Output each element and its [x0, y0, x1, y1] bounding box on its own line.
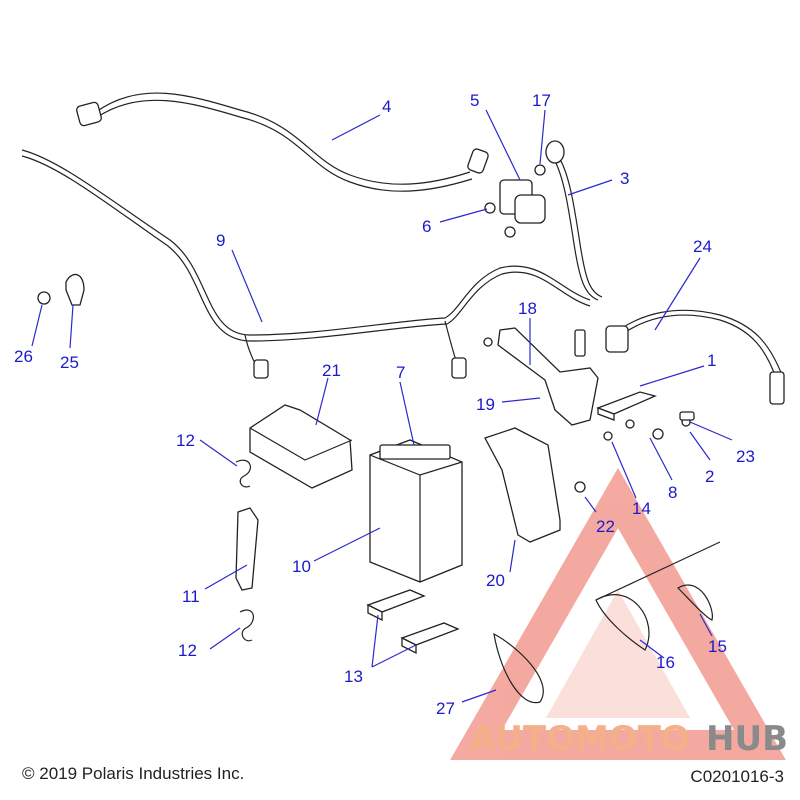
- callout-12-lower: 12: [178, 641, 197, 660]
- callout-6: 6: [422, 217, 431, 236]
- callout-16: 16: [656, 653, 675, 672]
- callout-24: 24: [693, 237, 712, 256]
- pad-13: [366, 589, 460, 655]
- callout-22: 22: [596, 517, 615, 536]
- watermark-wordmark: AUTOMOTO HUB: [470, 719, 788, 759]
- callout-13: 13: [344, 667, 363, 686]
- clip-12-upper: [235, 459, 252, 488]
- battery-10: [369, 439, 463, 583]
- clamp-25: [65, 273, 85, 306]
- watermark-text-hub: HUB: [706, 719, 788, 759]
- fuse-block-1: [596, 391, 695, 441]
- callout-9: 9: [216, 231, 225, 250]
- callout-23: 23: [736, 447, 755, 466]
- callout-4: 4: [382, 97, 391, 116]
- callout-8: 8: [668, 483, 677, 502]
- strap-27: [493, 632, 544, 704]
- positive-cable-3: [545, 140, 603, 301]
- callout-11: 11: [182, 587, 200, 606]
- callout-labels: 1 2 3 4 5 6 7 8 9 10 11 12 12 13 14 15 1…: [14, 91, 755, 718]
- callout-3: 3: [620, 169, 629, 188]
- callout-26: 26: [14, 347, 33, 366]
- battery-cover-21: [249, 404, 353, 489]
- strap-15: [677, 584, 713, 621]
- nut-26: [37, 291, 51, 305]
- callout-5: 5: [470, 91, 479, 110]
- figure-code: C0201016-3: [690, 767, 784, 786]
- callout-25: 25: [60, 353, 79, 372]
- callout-14: 14: [632, 499, 651, 518]
- callout-17: 17: [532, 91, 551, 110]
- clip-12-lower: [239, 609, 254, 642]
- relay-assembly-5: [484, 164, 546, 238]
- harness-24: [574, 309, 785, 405]
- watermark-logo: [450, 467, 786, 760]
- hold-down-strap-11: [235, 507, 259, 591]
- callout-15: 15: [708, 637, 727, 656]
- bracket-18: [483, 327, 599, 426]
- callout-2: 2: [705, 467, 714, 486]
- battery-cable-9: [21, 149, 591, 379]
- strap-16: [595, 541, 721, 651]
- callout-1: 1: [707, 351, 716, 370]
- callout-21: 21: [322, 361, 341, 380]
- copyright-notice: © 2019 Polaris Industries Inc.: [22, 764, 245, 783]
- callout-18: 18: [518, 299, 537, 318]
- callout-20: 20: [486, 571, 505, 590]
- heat-shield-20: [484, 427, 586, 543]
- callout-7: 7: [396, 363, 405, 382]
- leader-lines: [31, 109, 733, 703]
- callout-27: 27: [436, 699, 455, 718]
- callout-19: 19: [476, 395, 495, 414]
- battery-cable-4: [76, 92, 489, 192]
- callout-10: 10: [292, 557, 311, 576]
- callout-12-upper: 12: [176, 431, 195, 450]
- watermark-text-automoto: AUTOMOTO: [470, 719, 690, 759]
